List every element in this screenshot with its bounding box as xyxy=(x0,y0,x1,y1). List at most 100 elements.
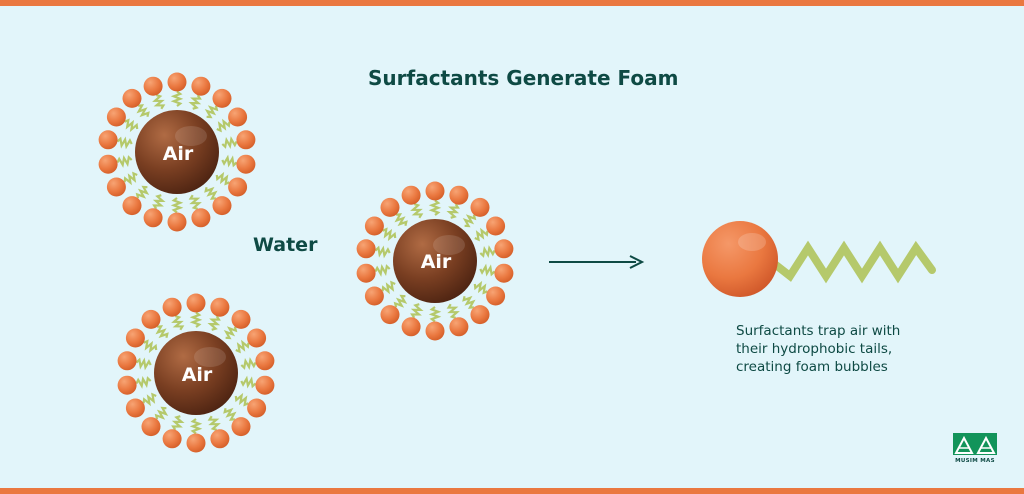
surfactant-tail xyxy=(170,197,184,214)
caption-line-1: Surfactants trap air with xyxy=(736,323,901,339)
surfactant-tail xyxy=(223,326,238,340)
caption: Surfactants trap air with their hydropho… xyxy=(736,322,936,376)
air-bubble-bottom-left xyxy=(117,293,275,453)
surfactant-tail xyxy=(207,415,221,431)
surfactant-head xyxy=(167,212,187,232)
surfactant-tail xyxy=(240,357,257,370)
surfactant-tail xyxy=(446,303,460,319)
surfactant-tail xyxy=(223,407,237,421)
surfactant-head xyxy=(401,185,421,205)
caption-line-3: creating foam bubbles xyxy=(736,359,888,375)
air-bubble-center xyxy=(356,181,514,341)
surfactant-tail xyxy=(393,294,408,308)
top-accent-bar xyxy=(0,0,1024,6)
surfactant-tail xyxy=(204,186,218,200)
surfactant-tail xyxy=(116,136,133,150)
surfactant-head xyxy=(122,196,142,216)
page-title: Surfactants Generate Foam xyxy=(368,66,679,90)
air-core xyxy=(154,331,238,415)
surfactant-head xyxy=(143,208,163,228)
air-label-center: Air xyxy=(420,251,452,273)
air-core-highlight xyxy=(433,235,465,255)
surfactant-tail xyxy=(410,203,424,219)
surfactant-head xyxy=(364,216,384,236)
hydrophilic-head xyxy=(702,221,778,297)
air-core-highlight xyxy=(194,347,226,367)
surfactant-head xyxy=(494,239,514,259)
surfactant-tail xyxy=(154,406,169,420)
surfactant-tail xyxy=(189,418,203,435)
surfactant-head xyxy=(425,321,445,341)
surfactant-head xyxy=(162,297,182,317)
air-label-top-left: Air xyxy=(162,143,194,165)
surfactant-tail xyxy=(207,315,221,331)
surfactant-head xyxy=(425,181,445,201)
surfactant-head xyxy=(486,216,506,236)
surfactant-tail xyxy=(462,214,477,228)
surfactant-head xyxy=(236,130,256,150)
surfactant-tail xyxy=(474,227,489,242)
surfactant-head xyxy=(356,263,376,283)
air-core-highlight xyxy=(175,126,207,146)
surfactant-head xyxy=(470,197,490,217)
surfactant-tail xyxy=(152,94,166,110)
surfactant-head xyxy=(210,297,230,317)
surfactant-head xyxy=(236,154,256,174)
surfactant-head xyxy=(212,88,232,108)
surfactant-head xyxy=(231,417,251,437)
surfactant-tail xyxy=(374,264,391,277)
surfactant-head xyxy=(228,107,248,127)
surfactant-head xyxy=(106,177,126,197)
surfactant-head xyxy=(125,398,145,418)
surfactant-head xyxy=(210,429,230,449)
surfactant-head xyxy=(98,154,118,174)
surfactant-tail xyxy=(189,311,203,328)
surfactant-head xyxy=(125,328,145,348)
surfactant-tail xyxy=(381,280,396,295)
surfactant-tail xyxy=(221,136,238,149)
surfactant-head xyxy=(212,196,232,216)
surfactant-head xyxy=(186,293,206,313)
surfactant-tail xyxy=(215,171,230,186)
surfactant-head xyxy=(364,286,384,306)
surfactant-tail xyxy=(142,392,157,407)
surfactant-head xyxy=(141,309,161,329)
surfactant-head xyxy=(486,286,506,306)
surfactant-head xyxy=(117,375,137,395)
surfactant-tail xyxy=(155,325,169,339)
surfactant-tail xyxy=(216,118,231,133)
surfactant-tail xyxy=(446,203,460,219)
surfactant-tail xyxy=(135,357,152,371)
surfactant-head xyxy=(98,130,118,150)
surfactant-head xyxy=(231,309,251,329)
surfactant-head xyxy=(106,107,126,127)
surfactant-head xyxy=(186,433,206,453)
surfactant-tail xyxy=(152,194,166,210)
surfactant-tail xyxy=(382,227,397,242)
surfactant-molecule xyxy=(702,221,936,297)
surfactant-tail xyxy=(204,105,219,119)
bottom-accent-bar xyxy=(0,488,1024,494)
surfactant-head xyxy=(191,76,211,96)
surfactant-head xyxy=(356,239,376,259)
surfactant-tail xyxy=(123,171,138,186)
surfactant-tail xyxy=(479,263,496,277)
caption-line-2: their hydrophobic tails, xyxy=(736,341,893,357)
air-core xyxy=(135,110,219,194)
surfactant-tail xyxy=(221,154,238,168)
surfactant-head xyxy=(247,398,267,418)
head-highlight xyxy=(738,233,766,251)
surfactant-tail xyxy=(473,280,488,295)
logo-text: MUSIM MAS xyxy=(955,458,995,464)
surfactant-tail xyxy=(428,199,442,216)
surfactant-head xyxy=(449,317,469,337)
surfactant-tail xyxy=(462,295,476,309)
arrow-head-icon xyxy=(629,255,645,269)
surfactant-tail xyxy=(188,194,202,210)
surfactant-head xyxy=(470,305,490,325)
surfactant-tail xyxy=(124,118,139,133)
surfactant-head xyxy=(401,317,421,337)
surfactant-head xyxy=(494,263,514,283)
